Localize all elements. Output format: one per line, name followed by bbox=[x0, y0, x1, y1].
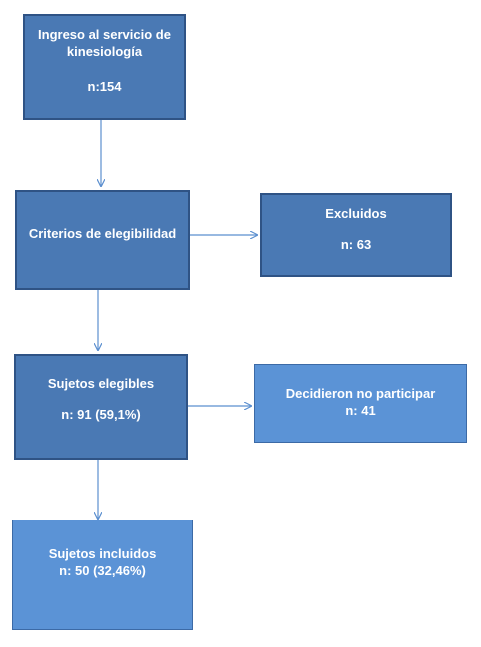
node-elegibles: Sujetos elegibles n: 91 (59,1%) bbox=[14, 354, 188, 460]
node-elegibles-count: n: 91 (59,1%) bbox=[61, 407, 141, 422]
node-ingreso: Ingreso al servicio de kinesiología n:15… bbox=[23, 14, 186, 120]
node-incluidos: Sujetos incluidos n: 50 (32,46%) bbox=[12, 520, 193, 630]
node-ingreso-line1: Ingreso al servicio de bbox=[38, 27, 171, 42]
node-elegibles-label: Sujetos elegibles bbox=[47, 376, 155, 391]
node-ingreso-count: n:154 bbox=[87, 79, 122, 94]
node-criterios: Criterios de elegibilidad bbox=[15, 190, 190, 290]
node-excluidos-count: n: 63 bbox=[340, 237, 372, 252]
node-no-participar: Decidieron no participar n: 41 bbox=[254, 364, 467, 443]
node-excluidos-label: Excluidos bbox=[325, 206, 387, 221]
node-incluidos-label: Sujetos incluidos bbox=[48, 546, 157, 561]
node-criterios-label: Criterios de elegibilidad bbox=[28, 226, 177, 241]
node-excluidos: Excluidos n: 63 bbox=[260, 193, 452, 277]
node-ingreso-line2: kinesiología bbox=[66, 44, 143, 59]
node-incluidos-count: n: 50 (32,46%) bbox=[59, 563, 146, 578]
node-no-participar-label: Decidieron no participar bbox=[285, 386, 436, 401]
node-no-participar-count: n: 41 bbox=[345, 403, 376, 418]
